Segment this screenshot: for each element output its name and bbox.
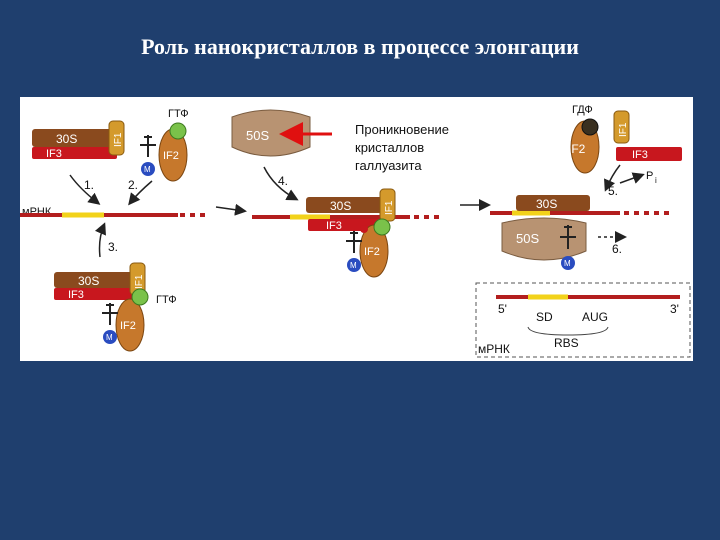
met-icon-d [561,256,575,270]
released-factors: ГДФ IF2 IF1 IF3 P i 5. [568,104,682,198]
svg-text:IF1: IF1 [134,274,145,289]
svg-text:ГТФ: ГТФ [156,294,177,306]
svg-text:M: M [350,261,357,270]
complex-bottom-left: 30S IF3 IF1 IF2 ГТФ M [54,262,177,352]
svg-text:IF2: IF2 [364,246,380,258]
subunit-50s-d [501,217,587,261]
label-50s: 50S [246,128,269,143]
label-gdp: ГДФ [572,104,593,116]
label-if3: IF3 [46,148,62,160]
label-met: M [144,165,151,174]
translation-initiation-diagram: 30S IF3 IF1 IF2 ГТФ M 50S [20,104,691,358]
complex-center: 30S IF3 IF1 IF2 M [306,188,396,278]
note-line-2: кристаллов [355,140,425,155]
svg-text:M: M [564,259,571,268]
svg-text:50S: 50S [516,231,539,246]
step-6: 6. [612,242,622,256]
step-3: 3. [108,240,118,254]
rbs-legend: 5' 3' SD AUG RBS мРНК [475,282,691,358]
complex-30s-if1-if3: 30S IF3 IF1 [32,120,125,160]
label-30s: 30S [56,132,77,146]
gtp-molecule-c [373,218,391,236]
svg-text:IF1: IF1 [384,200,395,215]
crystal-particle [360,225,368,233]
met-icon-c [347,258,361,272]
svg-text:IF1: IF1 [618,122,629,137]
met-icon-b [103,330,117,344]
svg-text:IF2: IF2 [120,320,136,332]
svg-text:30S: 30S [78,274,99,288]
trna-icon [140,135,156,157]
factor-if1-released [613,110,630,144]
arrow-to-center [215,203,247,216]
svg-text:IF3: IF3 [326,220,342,232]
legend-sd: SD [536,310,553,324]
subunit-30s-c [306,197,386,213]
svg-text:M: M [106,333,113,342]
svg-text:30S: 30S [330,199,351,213]
factor-if3 [32,147,117,159]
arrow-pi [619,172,645,184]
factor-if3-released [616,147,682,161]
note-line-3: галлуазита [355,158,422,173]
arrow-step5 [604,164,621,192]
label-gtp: ГТФ [168,108,189,120]
trna-icon-d [560,225,576,249]
factor-if1 [108,120,125,156]
legend-rbs: RBS [554,336,579,350]
svg-text:IF2: IF2 [568,142,586,156]
factor-if2-b [115,298,145,352]
label-if2: IF2 [163,150,179,162]
arrow-step1 [69,174,101,205]
gtp-molecule-b [131,288,149,306]
svg-text:IF3: IF3 [632,149,648,161]
step-2: 2. [128,178,138,192]
note-line-1: Проникновение [355,122,450,137]
diagram-panel: 30S IF3 IF1 IF2 ГТФ M 50S [20,97,693,361]
label-if1: IF1 [113,132,124,147]
mrna-strand-left: мРНК [20,206,210,218]
subunit-30s-b [54,272,138,288]
step-5: 5. [608,184,618,198]
svg-text:IF3: IF3 [68,289,84,301]
subunit-30s-d [516,195,590,211]
subunit-30s [32,129,117,147]
met-icon [141,162,155,176]
arrow-step3 [94,222,106,258]
arrow-step4 [263,166,299,201]
legend-mrna: мРНК [478,342,510,356]
slide-title: Роль нанокристаллов в процессе элонгации [141,34,579,59]
legend-3prime: 3' [670,302,679,316]
crystal-penetration-note: Проникновение кристаллов галлуазита [355,121,495,175]
trna-icon-b [102,303,118,325]
label-pi-sub: i [655,176,657,185]
step-1: 1. [84,178,94,192]
complex-if2-gtp-trna: IF2 ГТФ M [140,108,189,182]
subunit-50s-free: 50S [231,109,332,157]
ribosome-70s: 30S 50S M 6. [501,195,627,270]
svg-text:30S: 30S [536,197,557,211]
arrow-step2 [128,180,153,206]
step-4: 4. [278,174,288,188]
label-pi: P [646,170,653,182]
gtp-molecule [169,122,187,140]
gdp-molecule [581,118,599,136]
trna-icon-c [346,231,362,253]
legend-5prime: 5' [498,302,507,316]
legend-aug: AUG [582,310,608,324]
factor-if3-b [54,288,138,300]
